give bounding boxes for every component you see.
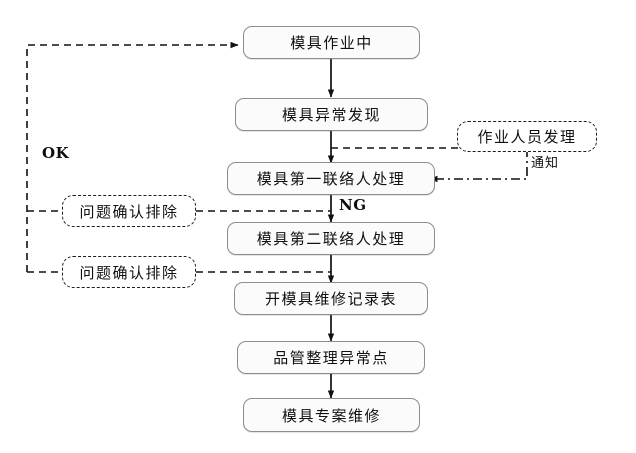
edge-label-ng: NG <box>339 196 367 214</box>
node-label: 模具第一联络人处理 <box>256 170 406 188</box>
node-open-repair-record[interactable]: 开模具维修记录表 <box>234 282 428 315</box>
node-mold-special-repair[interactable]: 模具专案维修 <box>243 398 420 432</box>
edge-label-ok: OK <box>42 144 70 162</box>
node-label: 作业人员发理 <box>477 128 577 146</box>
edge-d3-n3 <box>429 148 528 183</box>
edge-ok-return <box>26 41 239 272</box>
node-label: 品管整理异常点 <box>273 349 389 367</box>
node-operator-handling[interactable]: 作业人员发理 <box>457 121 597 152</box>
node-label: 模具第二联络人处理 <box>256 230 406 248</box>
node-problem-confirm-exclude-2[interactable]: 问题确认排除 <box>62 256 196 288</box>
node-first-contact-handling[interactable]: 模具第一联络人处理 <box>227 162 435 195</box>
node-second-contact-handling[interactable]: 模具第二联络人处理 <box>227 222 435 255</box>
node-label: 问题确认排除 <box>79 202 179 221</box>
node-label: 模具异常发现 <box>281 106 381 124</box>
node-qc-compile-anomalies[interactable]: 品管整理异常点 <box>237 341 425 374</box>
node-problem-confirm-exclude-1[interactable]: 问题确认排除 <box>62 195 196 227</box>
node-label: 模具作业中 <box>290 34 373 52</box>
node-mold-operating[interactable]: 模具作业中 <box>243 26 420 59</box>
edge-label-notify: 通知 <box>531 156 560 171</box>
node-label: 开模具维修记录表 <box>264 290 397 308</box>
node-abnormality-found[interactable]: 模具异常发现 <box>235 98 428 131</box>
node-label: 问题确认排除 <box>79 263 179 282</box>
node-label: 模具专案维修 <box>281 406 381 425</box>
